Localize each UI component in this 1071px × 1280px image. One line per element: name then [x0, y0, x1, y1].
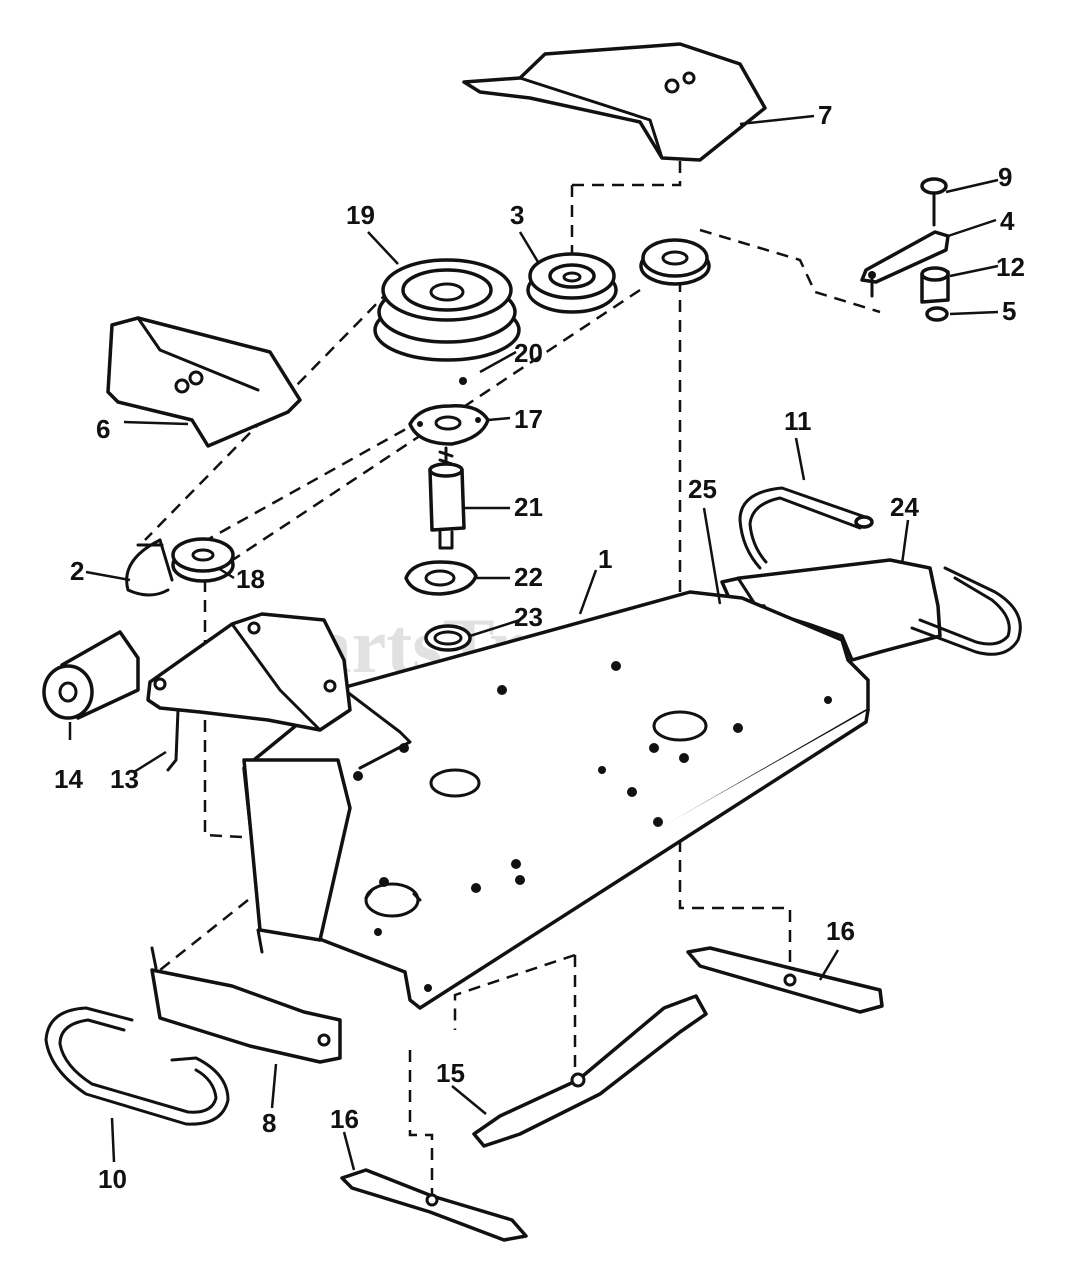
callout-labels: 1 2 3 4 5 6 7 8 9 10 11 12 13 14 15 16 1…: [54, 100, 1025, 1194]
part-10-belt[interactable]: [44, 1006, 230, 1126]
part-12-spacer[interactable]: [920, 266, 950, 304]
callout-15: 15: [436, 1058, 465, 1088]
part-21-spindle[interactable]: [428, 446, 466, 550]
callout-12: 12: [996, 252, 1025, 282]
callout-7: 7: [818, 100, 832, 130]
part-23-washer[interactable]: [424, 624, 472, 652]
part-7-top-cover[interactable]: [462, 42, 767, 162]
callout-20: 20: [514, 338, 543, 368]
part-8-baffle[interactable]: [150, 946, 342, 1064]
part-20-key[interactable]: [459, 377, 467, 385]
callout-21: 21: [514, 492, 543, 522]
callout-24: 24: [890, 492, 919, 522]
part-6-left-bracket[interactable]: [106, 316, 302, 448]
part-16-blade-right[interactable]: [686, 946, 884, 1014]
callout-5: 5: [1002, 296, 1016, 326]
callout-14: 14: [54, 764, 83, 794]
part-22-bearing-housing[interactable]: [404, 560, 478, 596]
callout-11: 11: [784, 406, 812, 436]
callout-16a: 16: [826, 916, 855, 946]
part-9-bolt[interactable]: [920, 177, 948, 227]
part-15-blade-center[interactable]: [472, 994, 708, 1148]
callout-22: 22: [514, 562, 543, 592]
callout-6: 6: [96, 414, 110, 444]
callout-10: 10: [98, 1164, 127, 1194]
part-4-idler-arm[interactable]: [860, 230, 950, 298]
callout-17: 17: [514, 404, 543, 434]
part-1-deck-plate[interactable]: [242, 590, 870, 1010]
part-13-belt-guard[interactable]: [146, 612, 352, 772]
callout-3: 3: [510, 200, 524, 230]
idler-bearing[interactable]: [639, 238, 711, 286]
callout-2: 2: [70, 556, 84, 586]
callout-8: 8: [262, 1108, 276, 1138]
callout-19: 19: [346, 200, 375, 230]
callout-leaders: [68, 114, 999, 1171]
callout-16b: 16: [330, 1104, 359, 1134]
callout-13: 13: [110, 764, 139, 794]
callout-1: 1: [598, 544, 612, 574]
part-18-idler-pulley[interactable]: [171, 537, 235, 583]
part-11-belt-keeper[interactable]: [738, 486, 874, 570]
part-2-belt-guide[interactable]: [125, 538, 174, 597]
deck-side-skirt[interactable]: [242, 758, 352, 954]
part-24-belt-loop[interactable]: [910, 566, 1022, 656]
part-3-small-pulley[interactable]: [526, 252, 618, 314]
callout-4: 4: [1000, 206, 1015, 236]
part-16-blade-left[interactable]: [340, 1168, 528, 1242]
part-5-nut[interactable]: [925, 306, 949, 322]
callout-9: 9: [998, 162, 1012, 192]
callout-25: 25: [688, 474, 717, 504]
part-14-roller[interactable]: [42, 630, 140, 720]
part-17-bearing-flange[interactable]: [408, 404, 490, 446]
callout-23: 23: [514, 602, 543, 632]
callout-18: 18: [236, 564, 265, 594]
part-19-large-pulley[interactable]: [373, 258, 521, 362]
